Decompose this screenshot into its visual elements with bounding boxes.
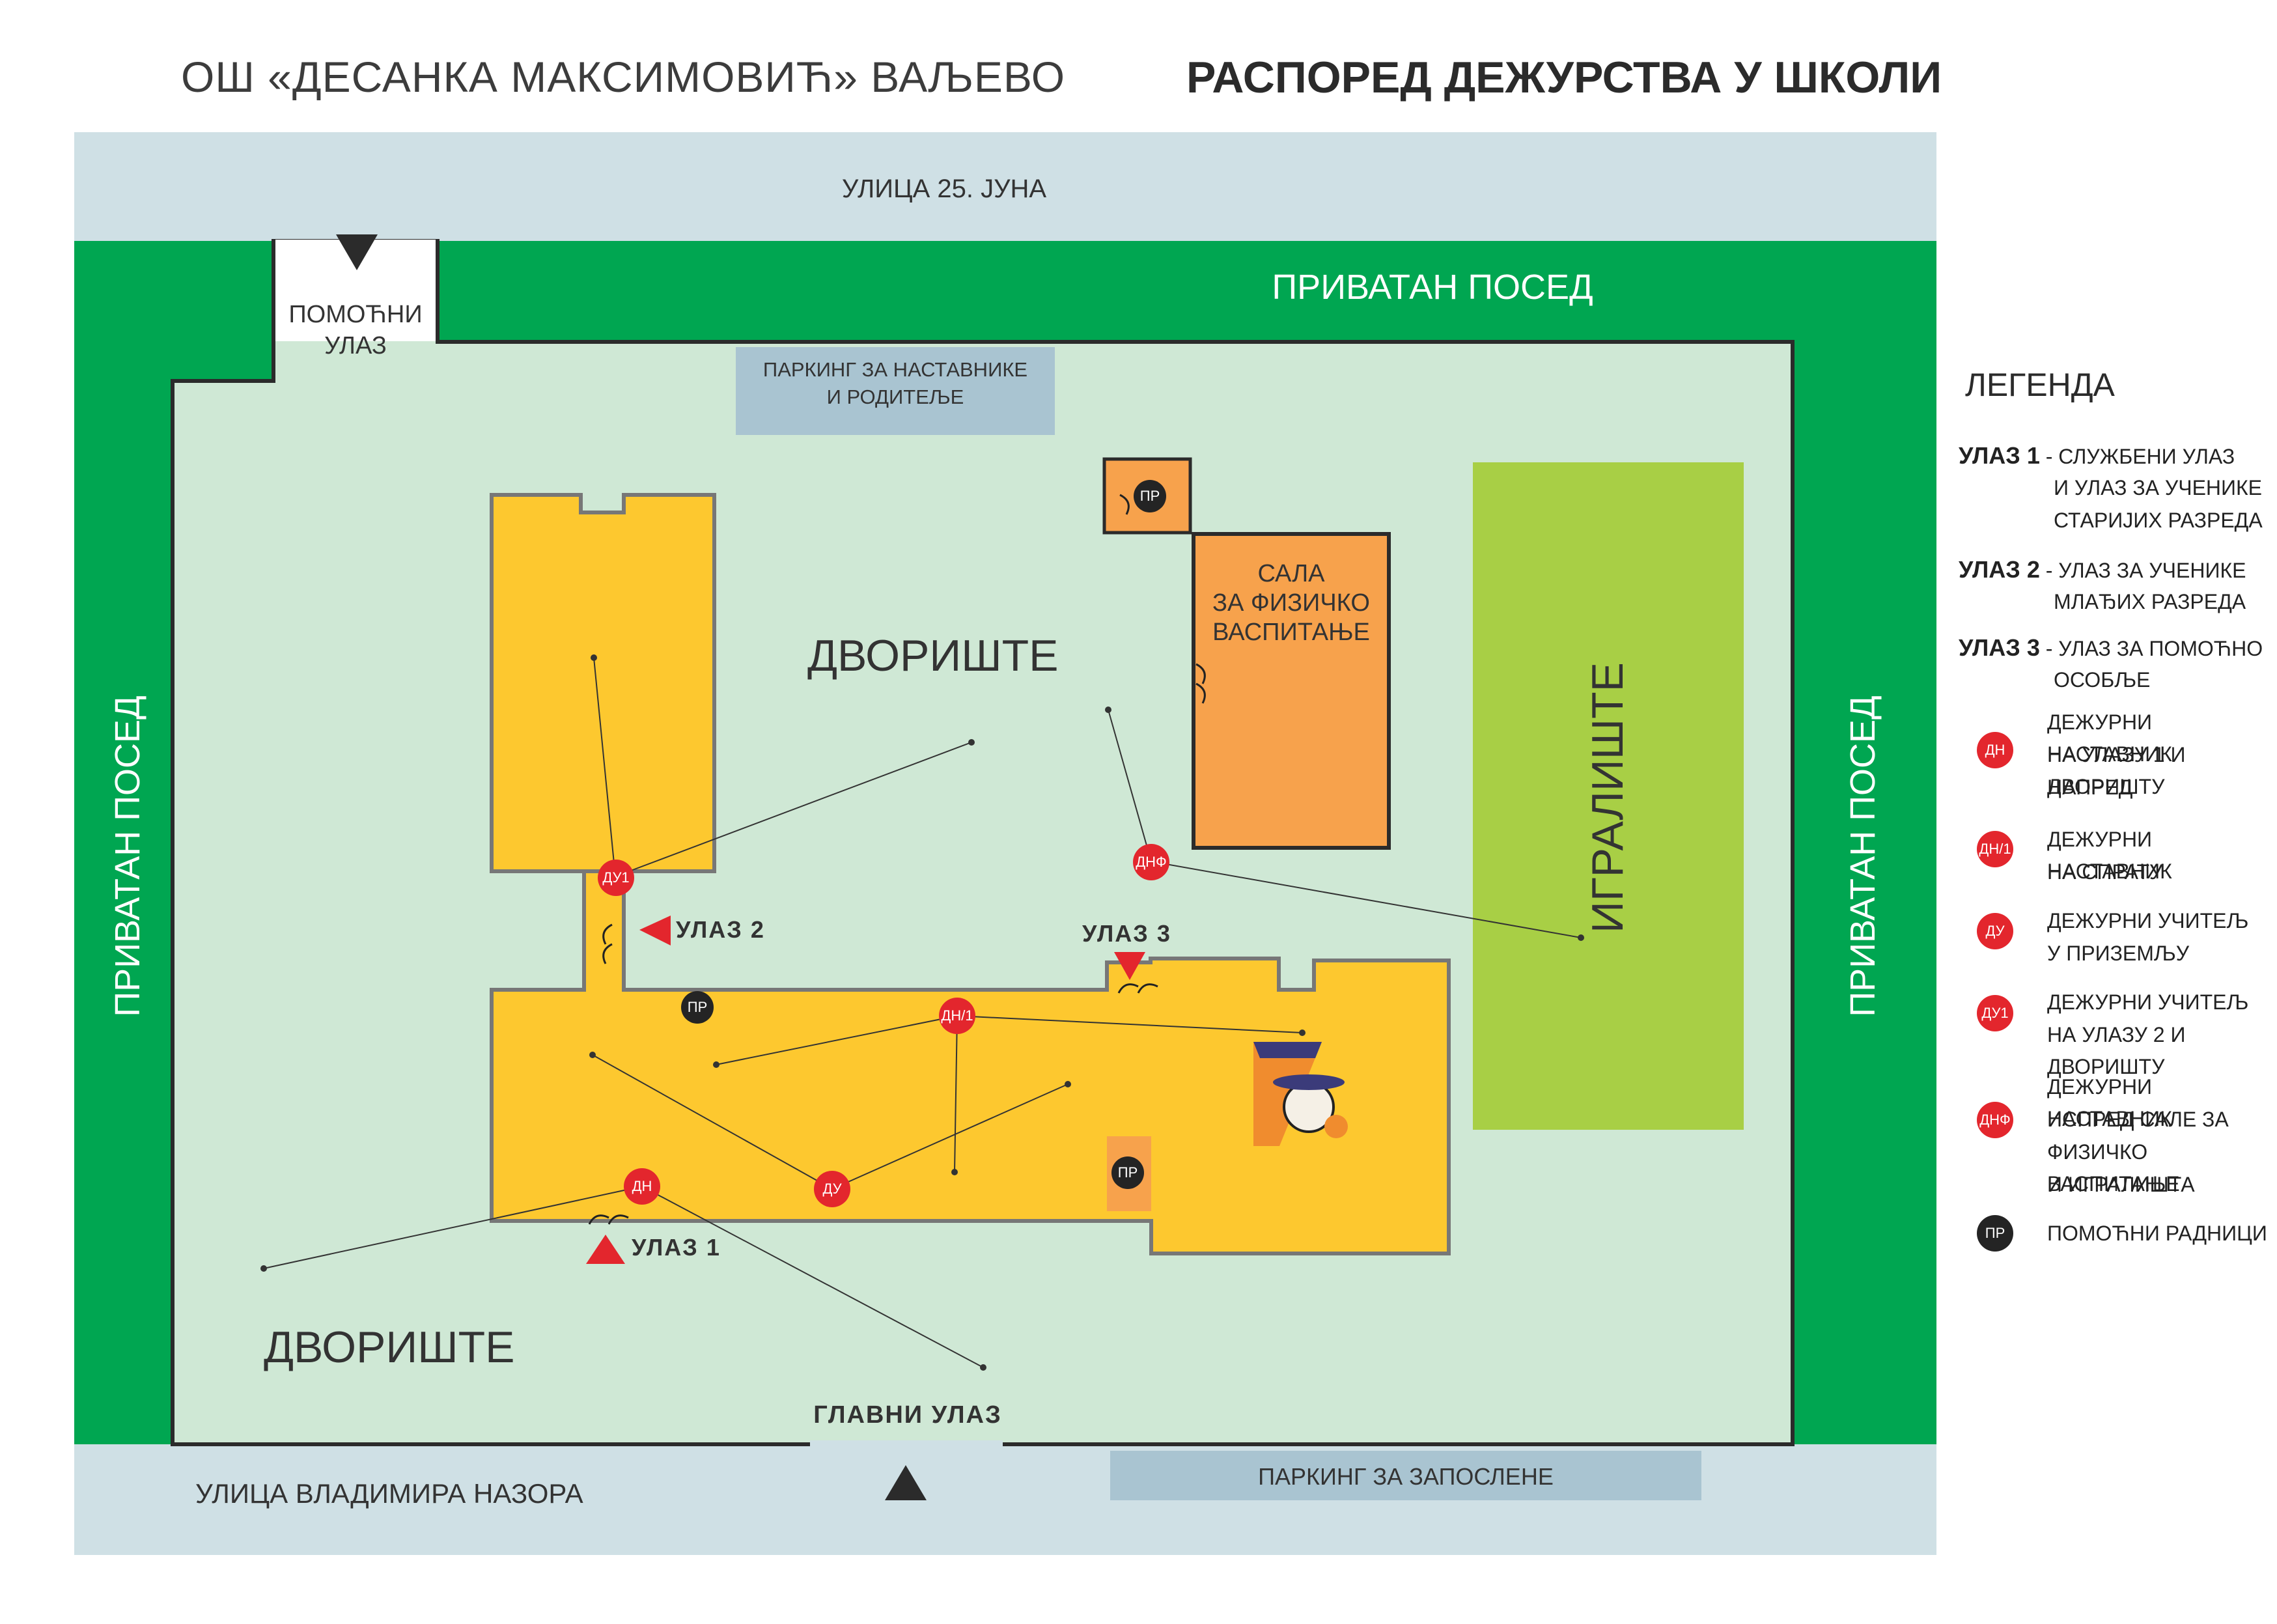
private-left-label: ПРИВАТАН ПОСЕД: [108, 695, 147, 1017]
legend-dn-line3: НАПРЕД: [2047, 776, 2133, 799]
entrance-2-label: УЛАЗ 2: [676, 916, 765, 943]
legend-entrance-3-key: УЛАЗ 3: [1959, 634, 2040, 661]
legend-entrance-3: УЛАЗ 3 - УЛАЗ ЗА ПОМОЋНО: [1959, 632, 2263, 665]
parking-staff: [1110, 1451, 1701, 1500]
legend-dnf-marker: ДНФ: [1977, 1102, 2013, 1138]
legend-entrance-1-line1: - СЛУЖБЕНИ УЛАЗ: [2045, 445, 2235, 468]
gym-label-3: ВАСПИТАЊЕ: [1212, 619, 1370, 646]
marker-pr-staffroom: ПР: [1111, 1156, 1144, 1189]
legend-title: ЛЕГЕНДА: [1965, 367, 2115, 403]
school-building-north-wing: [490, 493, 716, 873]
marker-dnf: ДНФ: [1133, 844, 1169, 880]
page-title: РАСПОРЕД ДЕЖУРСТВА У ШКОЛИ: [1186, 53, 1942, 102]
yard-top-label: ДВОРИШТЕ: [807, 631, 1059, 680]
legend-dnf-line3: ФИЗИЧКО ВАСПИТАЊЕ: [2047, 1140, 2180, 1196]
aux-entrance-label-2: УЛАЗ: [324, 332, 387, 359]
legend-entrance-2-key: УЛАЗ 2: [1959, 556, 2040, 583]
private-top-label: ПРИВАТАН ПОСЕД: [1272, 268, 1593, 307]
marker-dn1: ДН/1: [939, 998, 975, 1034]
main-entrance-gap: [810, 1440, 1003, 1449]
legend-dn1-line2: НА СПРАТУ: [2047, 860, 2163, 884]
legend-dn1-line1: ДЕЖУРНИ НАСТАВНИК: [2047, 828, 2172, 883]
entrance-3-label: УЛАЗ 3: [1082, 920, 1171, 947]
legend-entrance-2: УЛАЗ 2 - УЛАЗ ЗА УЧЕНИКЕ: [1959, 553, 2246, 587]
marker-dn: ДН: [624, 1168, 660, 1205]
legend-dn-marker: ДН: [1977, 732, 2013, 768]
parking-teachers-label-1: ПАРКИНГ ЗА НАСТАВНИКЕ: [762, 358, 1028, 381]
legend-dn-line2: НА УЛАЗУ 1 И ДВОРИШТУ: [2047, 743, 2186, 798]
parking-teachers: [736, 347, 1055, 435]
legend-entrance-1-key: УЛАЗ 1: [1959, 442, 2040, 469]
legend-dn-line1: ДЕЖУРНИ НАСТАВНИК: [2047, 710, 2172, 766]
gym-label-2: ЗА ФИЗИЧКО: [1212, 589, 1370, 617]
playground-label: ИГРАЛИШТЕ: [1583, 662, 1632, 934]
street-bottom-label: УЛИЦА ВЛАДИМИРА НАЗОРА: [195, 1478, 583, 1509]
marker-pr-gym-annex: ПР: [1134, 480, 1166, 512]
legend-du1-line1: ДЕЖУРНИ УЧИТЕЉ: [2047, 990, 2249, 1014]
school-name: ОШ «ДЕСАНКА МАКСИМОВИЋ» ВАЉЕВО: [181, 53, 1066, 101]
entrance-3-arrow-icon: [1114, 952, 1145, 980]
parking-teachers-label-2: И РОДИТЕЉЕ: [826, 385, 964, 408]
yard-bottom-label: ДВОРИШТЕ: [264, 1323, 515, 1372]
legend-entrance-1: УЛАЗ 1 - СЛУЖБЕНИ УЛАЗ: [1959, 440, 2235, 473]
legend-entrance-3-line2: ОСОБЉЕ: [2054, 668, 2151, 692]
legend-entrance-1-line2: И УЛАЗ ЗА УЧЕНИКЕ: [2054, 476, 2263, 499]
legend-entrance-2-line1: - УЛАЗ ЗА УЧЕНИКЕ: [2045, 559, 2246, 582]
entrance-1-label: УЛАЗ 1: [632, 1234, 721, 1261]
marker-pr-hall: ПР: [681, 991, 714, 1024]
legend-dnf-line2: ИСПРЕД САЛЕ ЗА: [2047, 1108, 2229, 1131]
legend-du-line1: ДЕЖУРНИ УЧИТЕЉ: [2047, 909, 2249, 932]
legend-du1-line2: НА УЛАЗУ 2 И ДВОРИШТУ: [2047, 1023, 2186, 1078]
main-entrance-label: ГЛАВНИ УЛАЗ: [813, 1401, 1002, 1429]
school-logo-icon: [1253, 1042, 1348, 1146]
playground: [1473, 462, 1744, 1130]
legend-pr-line1: ПОМОЋНИ РАДНИЦИ: [2047, 1222, 2267, 1245]
private-right-label: ПРИВАТАН ПОСЕД: [1843, 695, 1882, 1017]
main-entrance-arrow-icon: [885, 1465, 927, 1500]
legend-pr-marker: ПР: [1977, 1215, 2013, 1252]
gym-building: [1192, 532, 1391, 850]
legend-dnf-line4: И ИГРАЛИШТА: [2047, 1173, 2195, 1196]
legend-du-marker: ДУ: [1977, 913, 2013, 949]
legend-entrance-1-line3: СТАРИЈИХ РАЗРЕДА: [2054, 509, 2263, 532]
parking-staff-label: ПАРКИНГ ЗА ЗАПОСЛЕНЕ: [1258, 1463, 1554, 1490]
street-top-label: УЛИЦА 25. ЈУНА: [841, 175, 1047, 203]
legend-du1-marker: ДУ1: [1977, 995, 2013, 1031]
legend-dn1-marker: ДН/1: [1977, 831, 2013, 867]
entrance-1-arrow-icon: [586, 1235, 625, 1264]
aux-entrance-label-1: ПОМОЋНИ: [288, 301, 423, 328]
legend-du-line2: У ПРИЗЕМЉУ: [2047, 942, 2190, 965]
marker-du1: ДУ1: [598, 860, 634, 896]
legend-entrance-2-line2: МЛАЂИХ РАЗРЕДА: [2054, 590, 2246, 613]
legend-dnf-line1: ДЕЖУРНИ НАСТАВНИК: [2047, 1075, 2172, 1130]
marker-du: ДУ: [814, 1171, 850, 1207]
aux-entrance-arrow-icon: [336, 234, 378, 270]
gym-label-1: САЛА: [1257, 560, 1325, 587]
legend-entrance-3-line1: - УЛАЗ ЗА ПОМОЋНО: [2045, 637, 2263, 660]
entrance-2-arrow-icon: [639, 916, 671, 945]
